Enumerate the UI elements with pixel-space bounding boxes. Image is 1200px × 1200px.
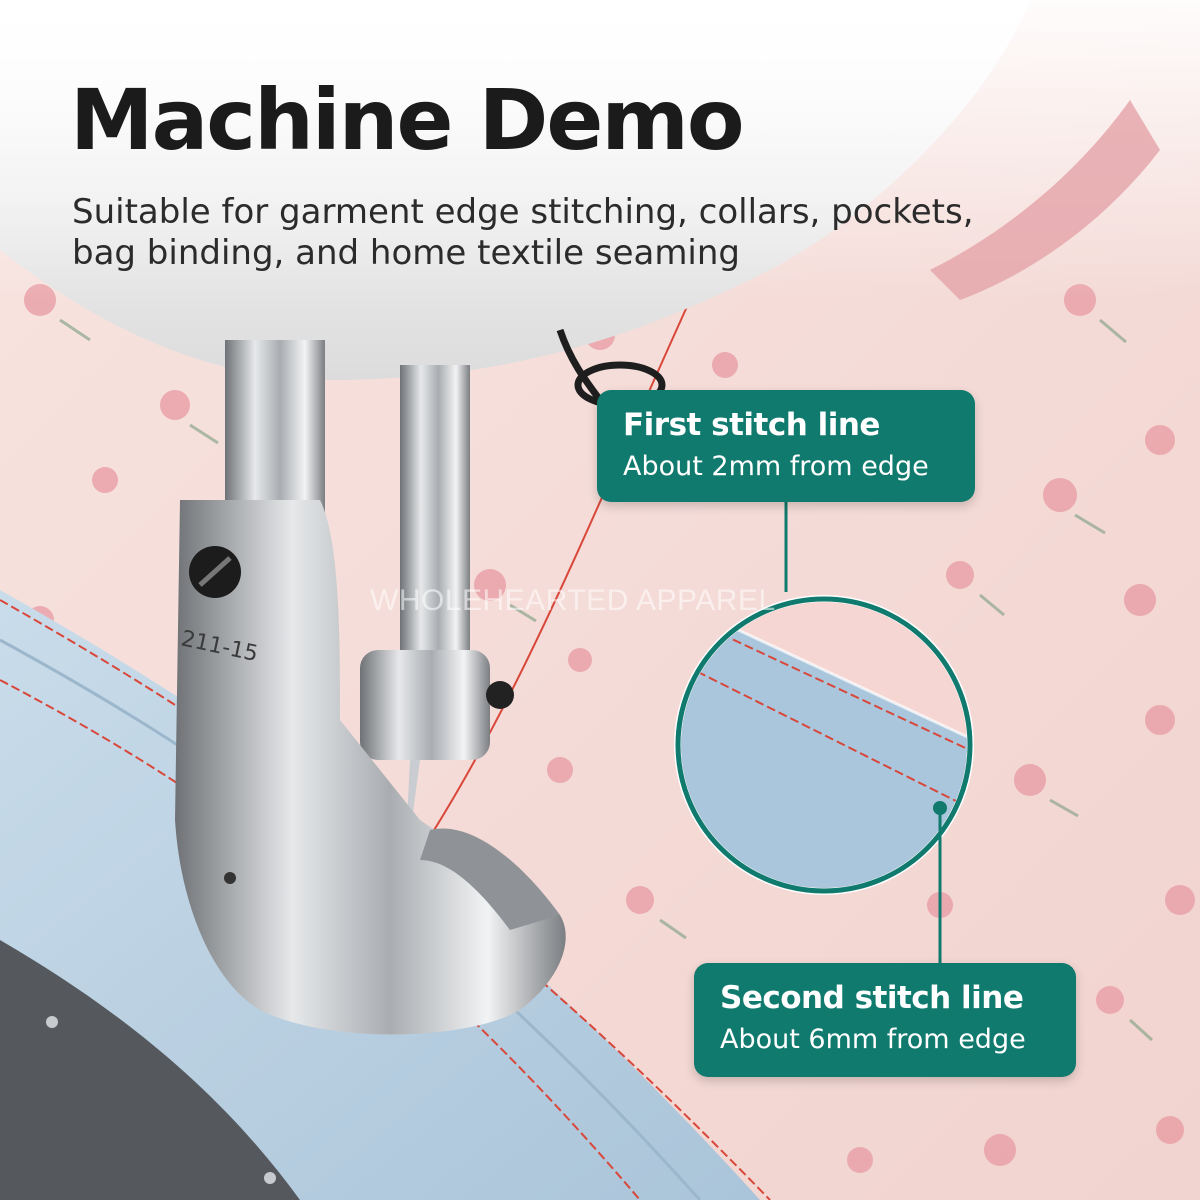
presser-foot-rivet [224, 872, 236, 884]
needle-clamp [360, 650, 490, 760]
needle-clamp-screw [486, 681, 514, 709]
machine-pink-trim [930, 100, 1160, 300]
second-stitch-callout: Second stitch line About 6mm from edge [694, 963, 1076, 1077]
page-title: Machine Demo [70, 71, 745, 169]
subtitle-line-1: Suitable for garment edge stitching, col… [72, 192, 974, 232]
callout-heading: Second stitch line [720, 980, 1024, 1016]
page-subtitle: Suitable for garment edge stitching, col… [72, 192, 1072, 275]
bed-plate-screw [46, 1016, 58, 1028]
presser-foot-toe [420, 828, 560, 930]
thread-guide-wire [556, 328, 603, 403]
presser-foot [175, 500, 566, 1035]
callout-description: About 2mm from edge [623, 451, 929, 482]
watermark: WHOLEHEARTED APPAREL [370, 584, 776, 617]
bed-plate-screw-2 [264, 1172, 276, 1184]
subtitle-line-2: bag binding, and home textile seaming [72, 233, 741, 274]
first-stitch-callout: First stitch line About 2mm from edge [597, 390, 975, 502]
machine-bed-plate [0, 940, 300, 1200]
callout-heading: First stitch line [623, 407, 880, 443]
first-stitch-line [0, 599, 771, 1200]
callout-2-pointer-dot [933, 801, 947, 815]
screw-slot [198, 556, 232, 587]
leaf-pattern [59, 318, 1154, 1042]
zoom-detail-circle [674, 595, 974, 895]
callout-description: About 6mm from edge [720, 1024, 1026, 1055]
